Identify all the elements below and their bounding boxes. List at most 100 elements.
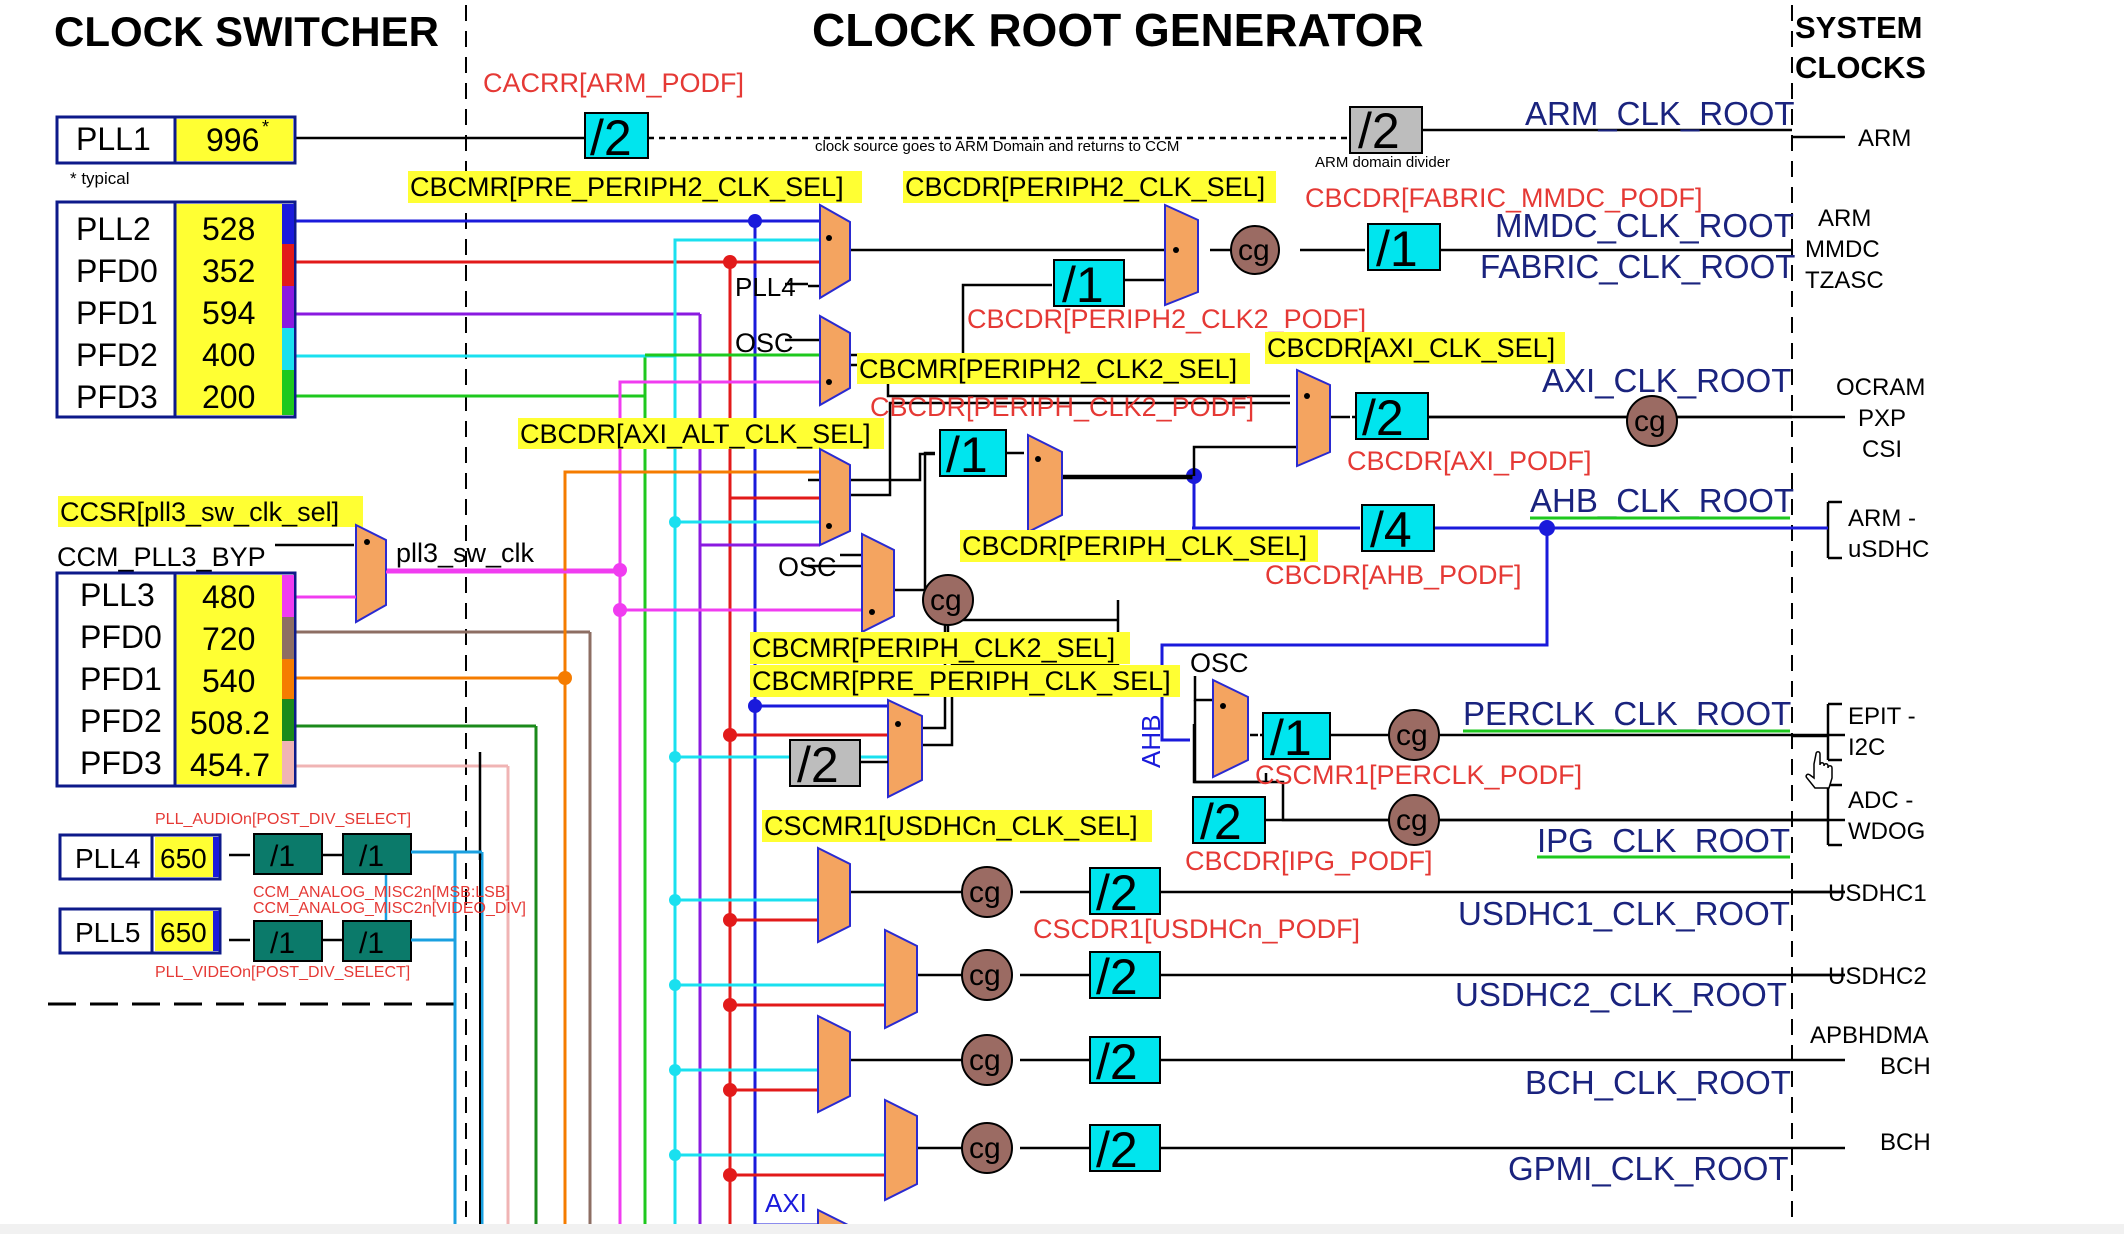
ipg-clk-root: IPG_CLK_ROOT: [1537, 822, 1790, 859]
pll3-name: PLL3: [80, 577, 155, 613]
pll4-value: 650: [160, 843, 207, 874]
sys-usdhc1: USDHC1: [1828, 880, 1927, 907]
perclk-podf-divider-label: /1: [1270, 710, 1312, 766]
pre-periph-clk-mux: [887, 698, 923, 799]
pll3-value: 480: [202, 579, 255, 615]
perclk-mux: [1212, 678, 1249, 779]
usdhc1-podf-divider-label: /2: [1096, 865, 1138, 921]
axi-input-label: AXI: [765, 1188, 807, 1218]
bch-clock-gate: [961, 1034, 1013, 1086]
cbcdr-periph-clk-sel-highlight: [960, 530, 1318, 562]
ahb-clk-root: AHB_CLK_ROOT: [1530, 482, 1794, 519]
perclk-clock-gate-label: cg: [1396, 719, 1428, 752]
cbcdr-ahb-podf: CBCDR[AHB_PODF]: [1265, 560, 1522, 590]
pll-video-post-div: PLL_VIDEOn[POST_DIV_SELECT]: [155, 964, 410, 981]
pll3-pfd0-name: PFD0: [80, 619, 162, 655]
sys-usdhc2: USDHC2: [1828, 963, 1927, 990]
ccm-analog-misc2-msb-lsb: CCM_ANALOG_MISC2n[MSB:LSB]: [253, 884, 510, 901]
usdhc2-podf-divider-label: /2: [1096, 949, 1138, 1005]
pll4-block: PLL4 650 /1 /1: [58, 833, 482, 881]
pll1-note: * typical: [70, 169, 130, 188]
cbcdr-axi-alt-clk-sel: CBCDR[AXI_ALT_CLK_SEL]: [520, 419, 871, 449]
gpmi-podf-divider: [1089, 1124, 1161, 1172]
periph-clk2-podf-divider: [939, 429, 1007, 477]
bch-clock-gate-label: cg: [969, 1044, 1001, 1077]
axi-clk-root: AXI_CLK_ROOT: [1542, 362, 1791, 399]
ipg-clock-gate: [1388, 794, 1440, 846]
gpmi-clock-gate: [961, 1122, 1013, 1174]
pll2-pfd0-value: 352: [202, 253, 255, 289]
periph-clk2-podf-divider-label: /1: [946, 427, 988, 483]
source-feeders: [296, 219, 820, 942]
ccsr-highlight: [58, 496, 363, 527]
cbcdr-periph2-clk-sel-highlight: [903, 171, 1276, 203]
fabric-mmdc-podf-divider: [1367, 223, 1441, 271]
ipg-podf-divider-label: /2: [1200, 794, 1242, 850]
sys-gpmi: BCH: [1880, 1129, 1931, 1156]
perclk-podf-divider: [1262, 712, 1331, 760]
pll3-pfd3-value: 454.7: [190, 747, 270, 783]
osc-input-label-1: OSC: [735, 328, 794, 358]
cscmr1-perclk-podf: CSCMR1[PERCLK_PODF]: [1255, 760, 1582, 790]
cbcmr-periph2-clk2-sel: CBCMR[PERIPH2_CLK2_SEL]: [859, 354, 1237, 384]
usdhc2-clock-gate-label: cg: [969, 959, 1001, 992]
sys-perclk-2: I2C: [1848, 734, 1885, 761]
pll3-group: PLL3 480 PFD0 720 PFD1 540 PFD2 508.2 PF…: [55, 571, 297, 788]
bch-mux: [817, 1014, 851, 1114]
cscdr1-usdhcn-podf: CSCDR1[USDHCn_PODF]: [1033, 914, 1360, 944]
usdhc1-podf-divider: [1089, 867, 1161, 915]
ccm-analog-misc2-video-div: CCM_ANALOG_MISC2n[VIDEO_DIV]: [253, 900, 526, 917]
axi-clk-sel-mux: [1296, 368, 1331, 468]
cbcdr-periph2-clk-sel: CBCDR[PERIPH2_CLK_SEL]: [905, 172, 1265, 202]
pll2-pfd2-value: 400: [202, 337, 255, 373]
usdhc1-clock-gate-label: cg: [969, 876, 1001, 909]
sys-bch-1: APBHDMA: [1810, 1022, 1929, 1049]
sys-ahb-1: ARM -: [1848, 505, 1916, 532]
fabric-clk-root: FABRIC_CLK_ROOT: [1480, 248, 1795, 285]
ahb-input-label: AHB: [1136, 715, 1166, 768]
sys-mmdc-2: MMDC: [1805, 236, 1880, 263]
ahb-routing: [1160, 476, 1828, 742]
ahb-podf-divider-label: /4: [1370, 502, 1412, 558]
arm-domain-divider-label: /2: [1358, 103, 1400, 159]
arm-domain-note: clock source goes to ARM Domain and retu…: [815, 138, 1179, 155]
gpmi-mux: [884, 1098, 918, 1202]
bch-podf-divider: [1089, 1036, 1161, 1084]
periph-clk2-clock-gate: [922, 574, 974, 626]
sys-bch-2: BCH: [1880, 1053, 1931, 1080]
ipg-podf-divider: [1192, 796, 1266, 844]
axi-clock-gate: [1626, 395, 1678, 447]
axi-clock-gate-label: cg: [1634, 405, 1666, 438]
periph2-clk-sel-mux: [1164, 203, 1199, 307]
cbcdr-axi-clk-sel: CBCDR[AXI_CLK_SEL]: [1267, 333, 1555, 363]
pll4-div1-a: /1: [270, 840, 295, 873]
sys-axi-3: CSI: [1862, 436, 1902, 463]
bottom-strip: [0, 1224, 2124, 1234]
pll1-block: PLL1 996 * * typical: [55, 115, 297, 188]
pll5-name: PLL5: [75, 917, 140, 948]
cbcdr-periph-clk-sel: CBCDR[PERIPH_CLK_SEL]: [962, 531, 1307, 561]
bch-podf-divider-label: /2: [1096, 1034, 1138, 1090]
pll2-pfd1-value: 594: [202, 295, 255, 331]
cbcmr-pre-periph2-highlight: [408, 171, 862, 203]
pll2-pfd0-name: PFD0: [76, 253, 158, 289]
system-clocks-title-2: CLOCKS: [1795, 50, 1926, 85]
pll3-pfd2-value: 508.2: [190, 705, 270, 741]
cbcmr-pre-periph2-clk-sel: CBCMR[PRE_PERIPH2_CLK_SEL]: [410, 172, 844, 202]
cscmr1-usdhcn-clk-sel: CSCMR1[USDHCn_CLK_SEL]: [764, 811, 1138, 841]
usdhc1-clock-gate: [961, 866, 1013, 918]
usdhc1-clk-root: USDHC1_CLK_ROOT: [1458, 895, 1790, 932]
pll2-value: 528: [202, 211, 255, 247]
pll2-group: PLL2 528 PFD0 352 PFD1 594 PFD2 400 PFD3…: [55, 200, 297, 419]
gpmi-podf-divider-label: /2: [1096, 1122, 1138, 1178]
pll2-pfd3-value: 200: [202, 379, 255, 415]
mmdc-clock-gate-label: cg: [1238, 234, 1270, 267]
pll3-sw-clk-label: pll3_sw_clk: [396, 538, 535, 568]
ahb-podf-divider: [1361, 504, 1435, 552]
sys-axi-1: OCRAM: [1836, 374, 1925, 401]
cbcmr-periph-clk2-sel-highlight: [750, 632, 1130, 664]
cbcdr-axi-alt-clk-sel-highlight: [518, 418, 884, 449]
pll2-pfd2-name: PFD2: [76, 337, 158, 373]
gpmi-clock-gate-label: cg: [969, 1132, 1001, 1165]
